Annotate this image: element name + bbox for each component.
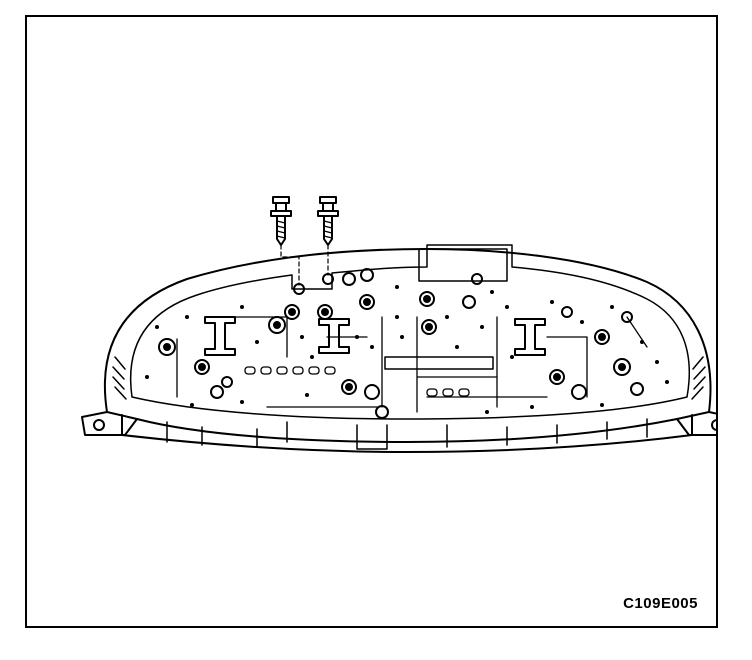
center-gauge-bracket <box>318 318 350 354</box>
circuit-board <box>129 244 690 420</box>
screw-hole-left <box>293 283 305 295</box>
connector-block <box>418 248 508 282</box>
right-side-wires <box>691 356 706 400</box>
screw-hole-right <box>322 273 334 285</box>
diagram-frame: C109E005 <box>25 15 718 628</box>
right-gauge-bracket <box>514 318 546 356</box>
lower-clips <box>166 418 648 450</box>
lower-housing <box>121 414 693 453</box>
cluster-housing <box>103 248 712 443</box>
left-mounting-hole <box>93 419 105 431</box>
solder-points <box>145 285 669 414</box>
mounting-screw-left <box>270 196 300 286</box>
right-mounting-hole <box>711 419 716 431</box>
figure-code: C109E005 <box>623 595 698 612</box>
left-side-wires <box>112 356 127 400</box>
left-gauge-bracket <box>204 316 236 356</box>
left-mounting-tab <box>81 411 138 436</box>
bulb-sockets <box>158 268 644 419</box>
center-connector <box>384 356 494 370</box>
mounting-screw-right <box>317 196 339 276</box>
instrument-cluster-illustration <box>81 196 716 453</box>
right-mounting-tab <box>676 411 716 436</box>
indicator-lamp-row <box>244 366 470 397</box>
